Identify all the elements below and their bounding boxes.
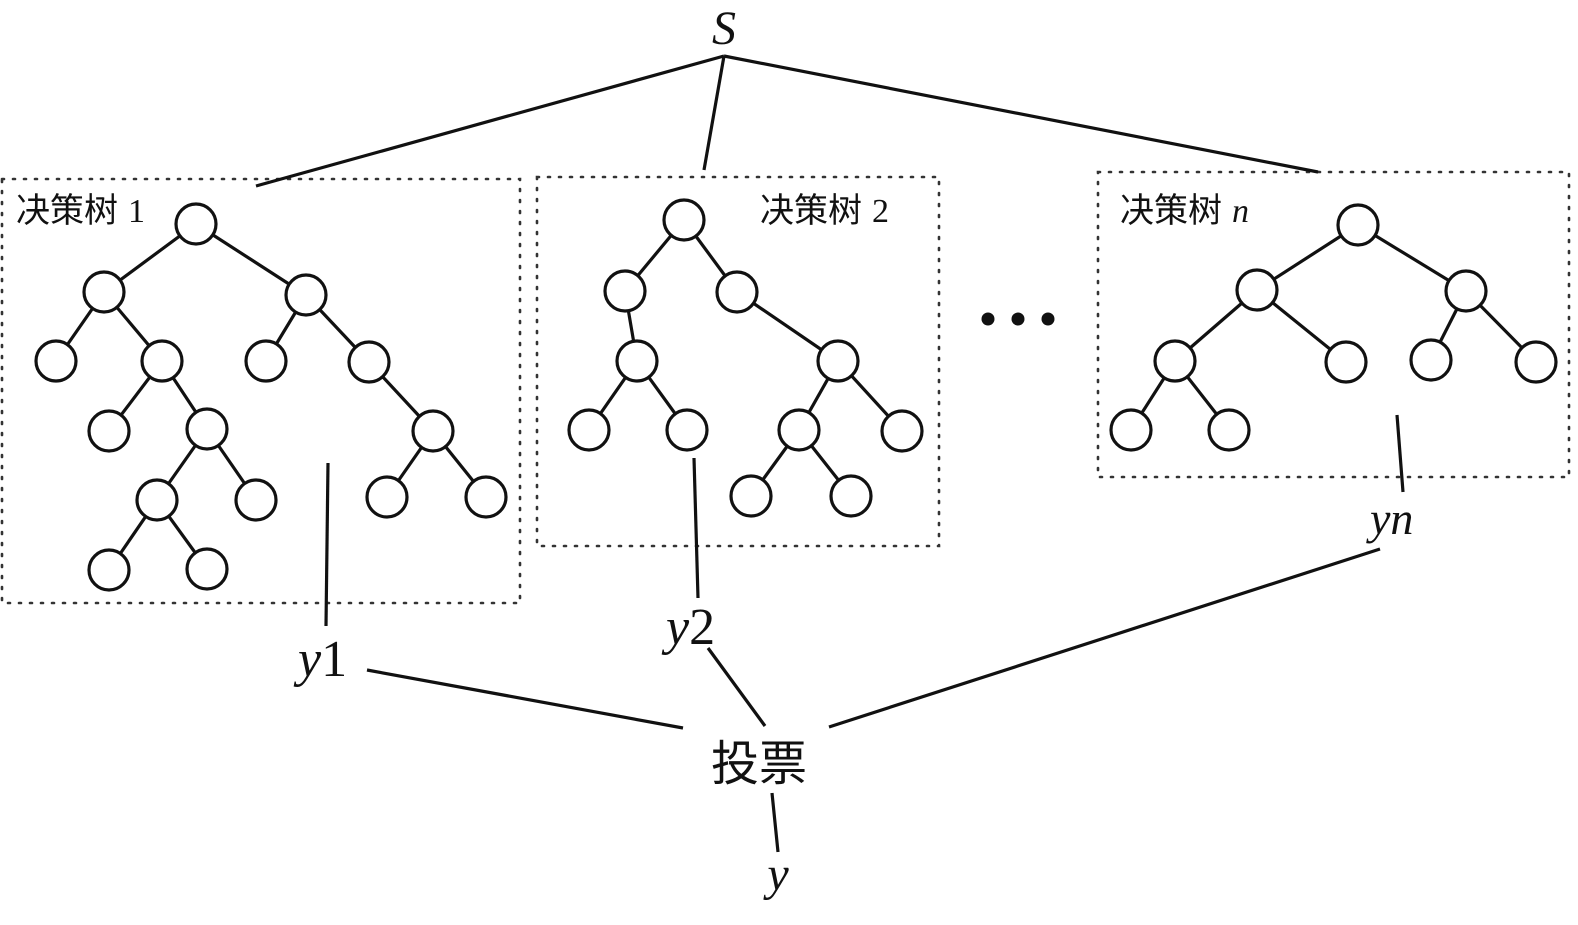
ellipsis-dot [981, 312, 995, 326]
tree-1-label-index: 1 [128, 193, 145, 230]
tree-n-output-line [1395, 414, 1405, 493]
output-y2-var: y [661, 599, 690, 656]
tree-node [829, 474, 873, 518]
tree-node [464, 475, 508, 519]
tree-node [87, 548, 131, 592]
y1-to-vote-edge [366, 668, 684, 730]
tree-n-nodes [1109, 203, 1558, 452]
output-yn-var: y [1366, 493, 1391, 544]
tree-node [615, 339, 659, 383]
tree-node [1324, 340, 1368, 384]
tree-node [777, 408, 821, 452]
output-y2: y2 [661, 599, 715, 656]
tree-2-label-text: 决策树 [760, 192, 862, 230]
tree-n-edges [1129, 223, 1538, 431]
tree-1-output-line [324, 462, 330, 627]
tree-2-output-line [692, 457, 700, 599]
tree-node [284, 273, 328, 317]
tree-1-label-text: 决策树 [16, 192, 118, 230]
ellipsis-dot [1041, 312, 1055, 326]
tree-node [1235, 268, 1279, 312]
root-label: S [712, 2, 736, 55]
output-y1: y1 [293, 631, 347, 688]
tree-node [1444, 269, 1488, 313]
tree-node [603, 269, 647, 313]
tree-edge [195, 222, 307, 297]
ellipsis-dot [1011, 312, 1025, 326]
tree-node [87, 409, 131, 453]
tree-2-nodes [567, 198, 924, 518]
root-edge-tree-2 [702, 55, 726, 171]
tree-node [1514, 340, 1558, 384]
tree-node [185, 407, 229, 451]
tree-1-nodes [34, 202, 508, 592]
tree-1-label: 决策树 1 [16, 192, 145, 230]
tree-node [174, 202, 218, 246]
tree-node [411, 409, 455, 453]
tree-node [234, 478, 278, 522]
tree-node [816, 339, 860, 383]
tree-node [1153, 339, 1197, 383]
tree-node [244, 339, 288, 383]
tree-node [1207, 408, 1251, 452]
y2-to-vote-edge [706, 647, 767, 727]
output-y1-var: y [293, 631, 322, 688]
tree-node [135, 478, 179, 522]
vote-to-output-edge [770, 792, 780, 853]
ellipsis [981, 312, 1055, 326]
tree-node [662, 198, 706, 242]
tree-node [729, 474, 773, 518]
tree-node [365, 475, 409, 519]
yn-to-vote-edge [828, 547, 1381, 729]
tree-node [1109, 408, 1153, 452]
tree-n-label: 决策树 n [1120, 192, 1249, 230]
final-output-label: y [762, 848, 789, 901]
tree-node [880, 409, 924, 453]
tree-node [82, 270, 126, 314]
output-y1-index: 1 [321, 631, 347, 688]
output-y2-index: 2 [689, 599, 715, 656]
tree-node [140, 339, 184, 383]
tree-node [1409, 338, 1453, 382]
tree-2-label-index: 2 [872, 193, 889, 230]
tree-node [567, 408, 611, 452]
tree-1-edges [54, 222, 488, 571]
vote-label: 投票 [711, 738, 807, 791]
tree-node [347, 340, 391, 384]
tree-node [1336, 203, 1380, 247]
tree-node [34, 339, 78, 383]
output-yn: yn [1366, 493, 1413, 544]
tree-2-label: 决策树 2 [760, 192, 889, 230]
tree-1-frame [0, 177, 522, 605]
root-edge-tree-1 [255, 54, 725, 188]
tree-2-frame [535, 175, 941, 548]
tree-n-label-index: n [1232, 193, 1249, 230]
tree-n-label-text: 决策树 [1120, 192, 1222, 230]
tree-node [715, 270, 759, 314]
tree-n-frame [1096, 170, 1571, 479]
tree-node [665, 408, 709, 452]
output-yn-index: n [1390, 493, 1413, 544]
tree-node [185, 547, 229, 591]
root-edge-tree-n [723, 54, 1319, 174]
